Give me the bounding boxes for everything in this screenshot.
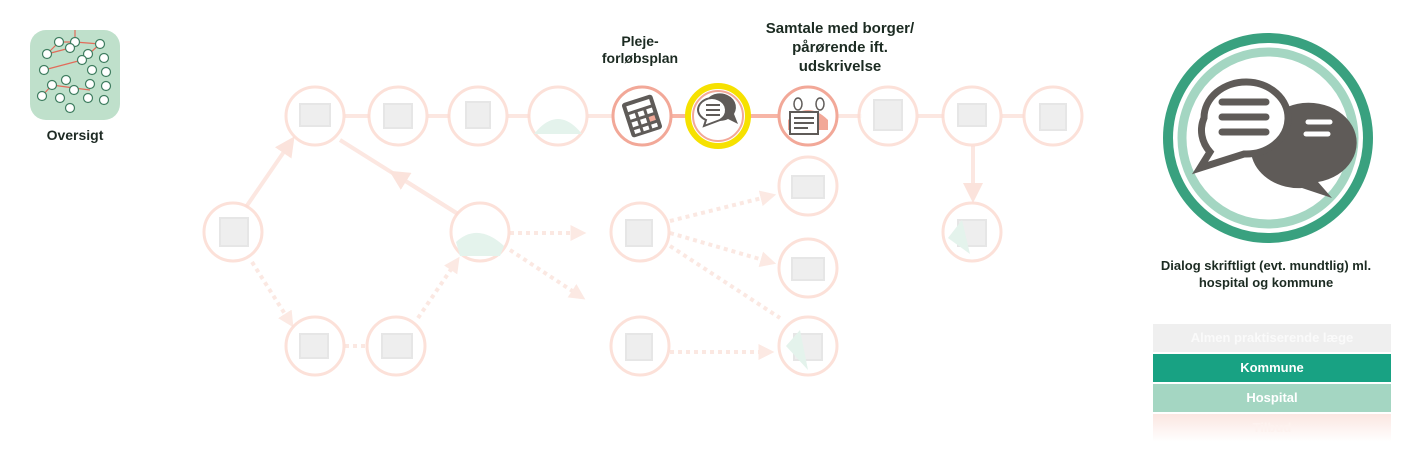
- step-label-samtale: Samtale med borger/ pårørende ift. udskr…: [765, 20, 915, 75]
- document-icon: [789, 97, 825, 135]
- step-label-pleje: Pleje- forløbsplan: [601, 33, 679, 66]
- legend-kommune[interactable]: Kommune: [1153, 354, 1391, 382]
- detail-description: Dialog skriftligt (evt. mundtlig) ml. ho…: [1160, 258, 1372, 290]
- tree-map-icon: [36, 30, 112, 114]
- actor-legend: Almen praktiserende læge Kommune Hospita…: [1153, 324, 1391, 444]
- process-flow-diagram: [202, 83, 1084, 377]
- calculator-icon: [622, 94, 662, 138]
- overview-button[interactable]: [30, 30, 120, 120]
- legend-almen-praktiserende-laege[interactable]: Almen praktiserende læge: [1153, 324, 1391, 352]
- step-samtale-node[interactable]: [685, 83, 751, 149]
- detail-icon: [1163, 33, 1373, 243]
- step-next-node[interactable]: [777, 85, 839, 147]
- chat-bubbles-icon: [696, 93, 738, 128]
- step-pleje-node[interactable]: [611, 85, 673, 147]
- chat-bubbles-icon: [1191, 78, 1357, 198]
- overview-label: Oversigt: [46, 127, 104, 143]
- legend-tilbud[interactable]: Tilbud: [1153, 414, 1391, 442]
- legend-hospital[interactable]: Hospital: [1153, 384, 1391, 412]
